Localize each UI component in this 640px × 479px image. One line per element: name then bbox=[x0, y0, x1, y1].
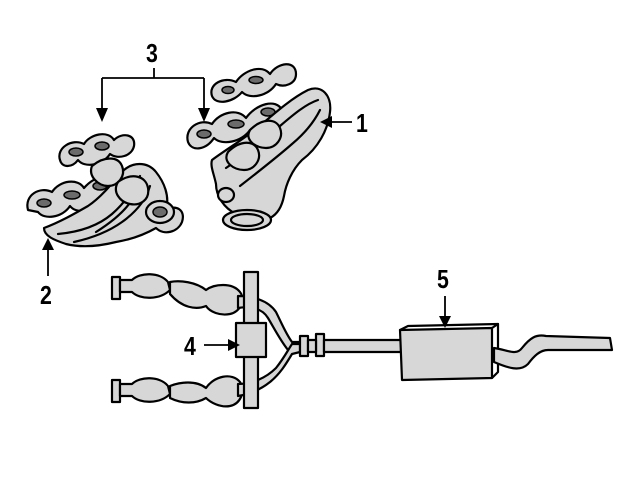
callout-1: 1 bbox=[356, 108, 368, 138]
muffler-assembly bbox=[322, 322, 614, 382]
callout-5: 5 bbox=[437, 264, 449, 294]
callout-3: 3 bbox=[146, 38, 158, 68]
left-manifold-gasket bbox=[26, 133, 136, 218]
callout-2: 2 bbox=[40, 280, 52, 310]
callout-leaders bbox=[42, 68, 451, 351]
right-exhaust-manifold bbox=[210, 87, 332, 232]
callout-4: 4 bbox=[184, 331, 196, 361]
left-exhaust-manifold bbox=[42, 157, 184, 248]
y-pipe-assembly bbox=[110, 270, 326, 410]
